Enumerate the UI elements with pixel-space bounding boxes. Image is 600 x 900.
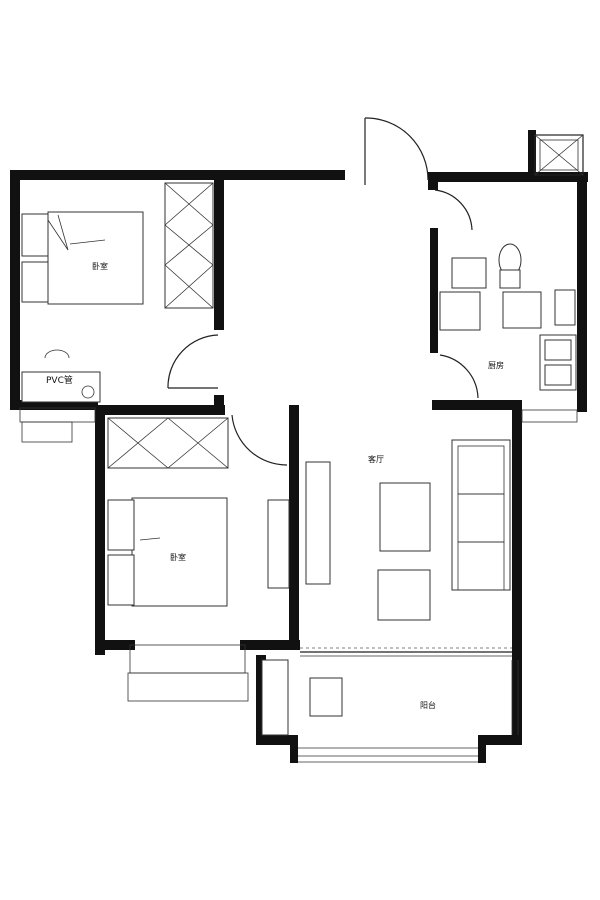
room-label-kitchen: 厨房 — [488, 361, 504, 370]
room-label-bedroom-top: 卧室 — [92, 262, 108, 271]
room-label-living: 客厅 — [368, 455, 384, 464]
living-furniture — [300, 439, 512, 649]
bedroom-top-furniture — [21, 182, 214, 403]
kitchen-fixtures — [439, 243, 577, 391]
vent-shaft — [534, 134, 584, 176]
room-label-bedroom-bottom: 卧室 — [170, 553, 186, 562]
room-label-balcony: 阳台 — [420, 701, 436, 710]
balcony-fixtures — [261, 659, 343, 736]
doors — [167, 117, 479, 466]
bedroom-bottom-furniture — [107, 417, 290, 607]
pvc-pipe-label: PVC管 — [46, 376, 73, 386]
windows — [19, 407, 578, 763]
walls — [10, 130, 588, 763]
